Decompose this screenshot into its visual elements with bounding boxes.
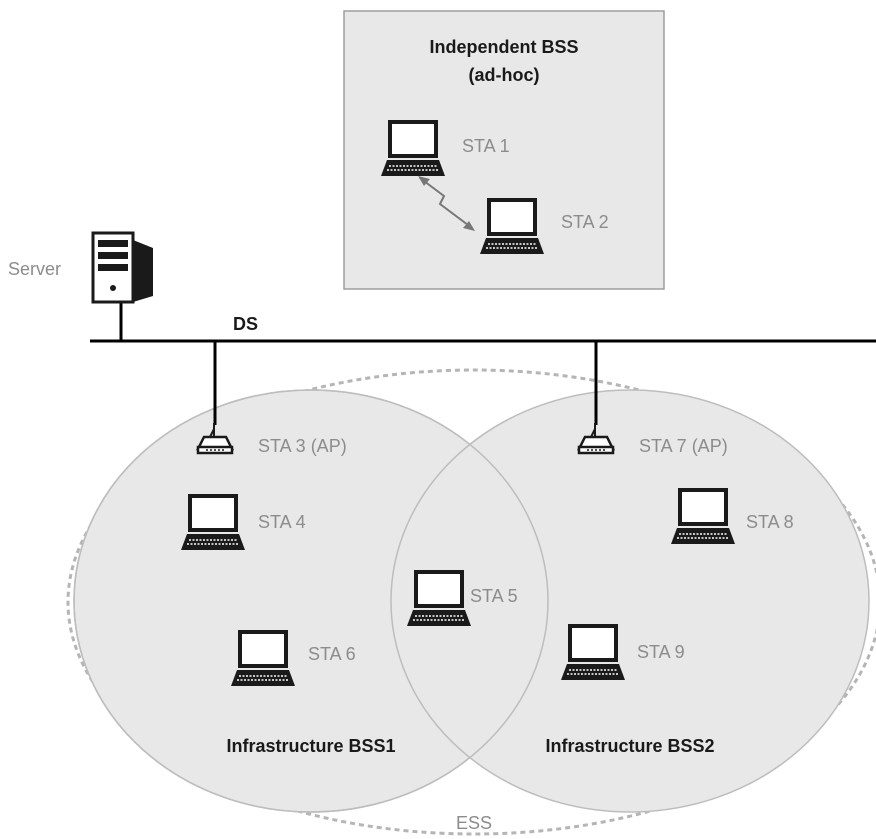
ds-label: DS [233,314,258,334]
ess-boundary [66,368,876,836]
sta2-laptop-icon [478,198,546,256]
sta6-label: STA 6 [308,644,356,664]
sta4-laptop-icon [179,494,247,552]
sta1-laptop-icon [379,120,447,178]
sta4-label: STA 4 [258,512,306,532]
sta1-label: STA 1 [462,136,510,156]
wireless-link-icon [418,176,475,231]
sta9-label: STA 9 [637,642,685,662]
sta5-label: STA 5 [470,586,518,606]
sta8-label: STA 8 [746,512,794,532]
ibss-title-line1: Independent BSS [429,37,578,57]
sta3-label: STA 3 (AP) [258,436,347,456]
bss1-outline [73,389,549,813]
sta7-label: STA 7 (AP) [639,436,728,456]
sta9-laptop-icon [559,624,627,682]
sta5-laptop-icon [405,570,473,628]
bss1-title: Infrastructure BSS1 [226,736,395,756]
server-label: Server [8,259,61,279]
sta6-laptop-icon [229,630,297,688]
server-icon [91,231,153,304]
ess-label: ESS [456,813,492,833]
bss2-title: Infrastructure BSS2 [545,736,714,756]
ibss-title-line2: (ad-hoc) [469,65,540,85]
bss2-region [390,389,870,813]
sta2-label: STA 2 [561,212,609,232]
sta8-laptop-icon [669,488,737,546]
